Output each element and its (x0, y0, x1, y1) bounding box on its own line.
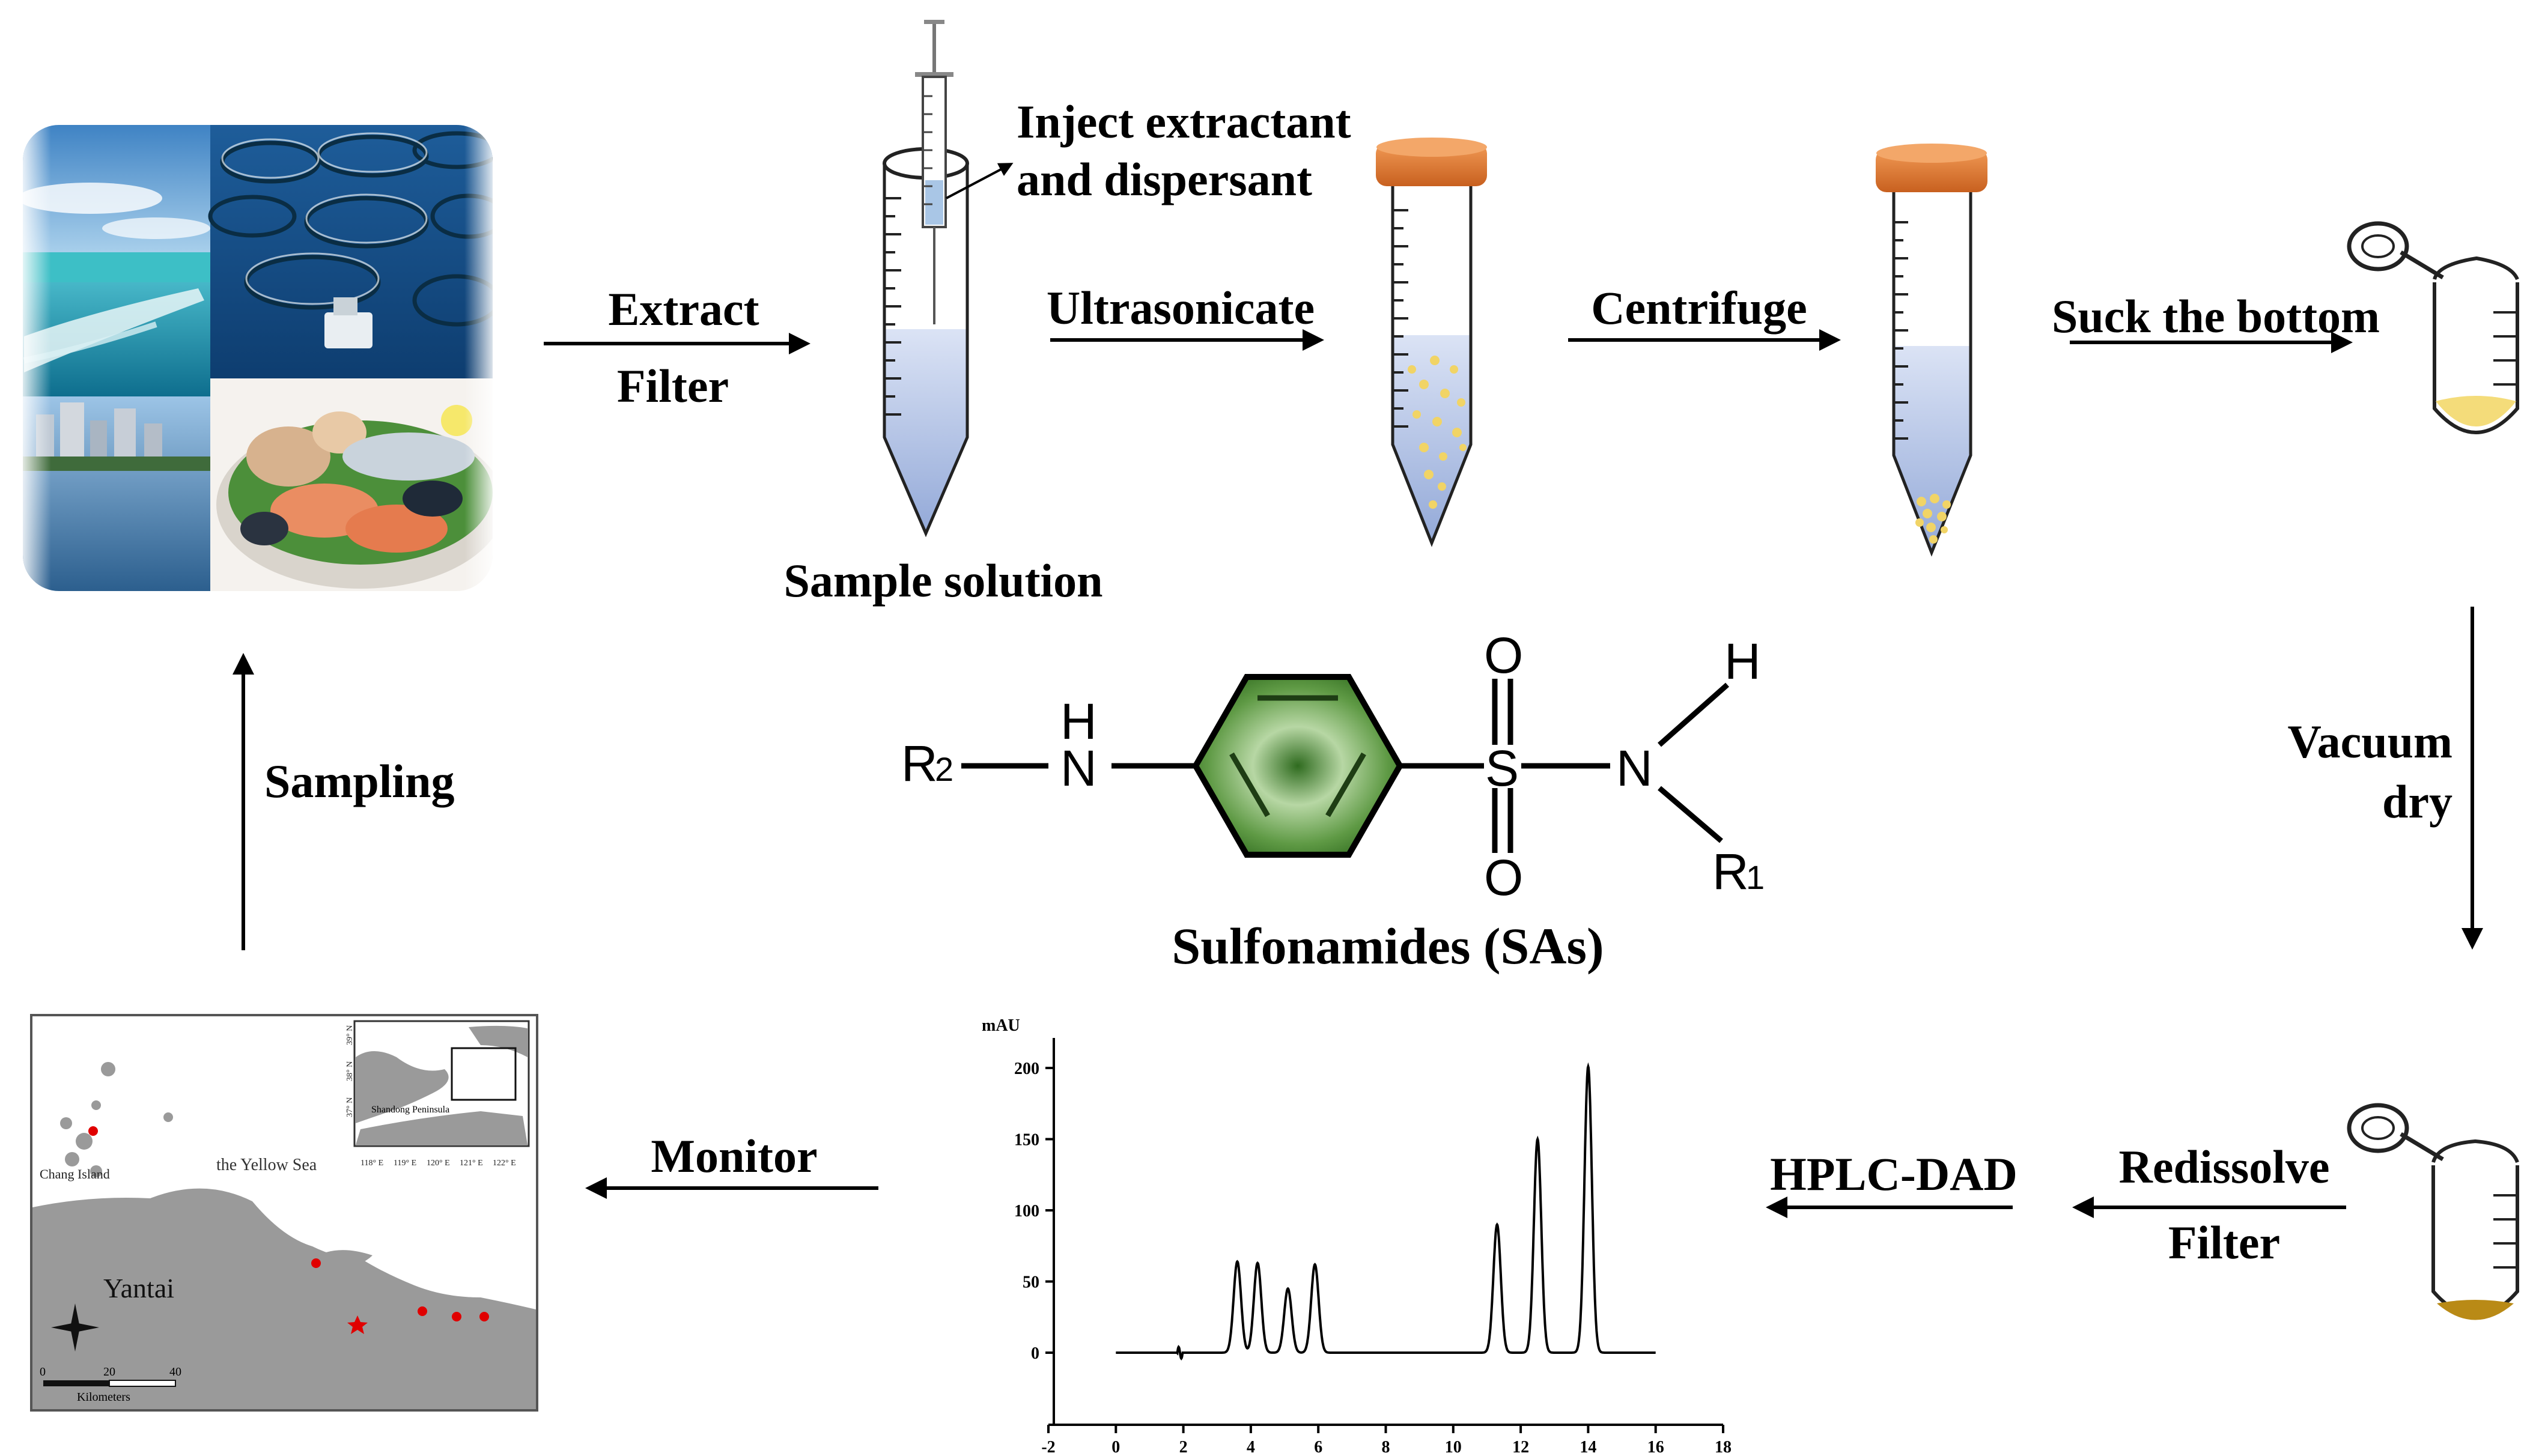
x-tick-label: 16 (1647, 1438, 1664, 1456)
inset-lat-38: 38° N (345, 1061, 354, 1081)
y-tick-label: 0 (1031, 1344, 1039, 1363)
inset-lon-122: 122° E (493, 1159, 516, 1168)
inset-lat-37: 37° N (345, 1097, 354, 1117)
label-inject-1: Inject extractant (1017, 96, 1351, 148)
label-dry: dry (2382, 775, 2452, 828)
yantai-map: the Yellow Sea Chang Island Yantai 0 20 … (30, 1014, 538, 1412)
x-tick-label: 2 (1179, 1438, 1188, 1456)
atom-r1-sub: 1 (1746, 858, 1765, 896)
inset-region-label: Shandong Peninsula (371, 1105, 449, 1115)
label-monitor: Monitor (651, 1130, 818, 1182)
centrifuge-tube (1876, 144, 1987, 557)
y-tick-label: 200 (1014, 1060, 1039, 1078)
label-redissolve: Redissolve (2118, 1141, 2330, 1193)
sample-point (418, 1306, 427, 1316)
atom-r2: R (901, 735, 938, 792)
inset-lon-119: 119° E (394, 1159, 416, 1168)
island-label: Chang Island (40, 1166, 110, 1181)
x-tick-label: 0 (1111, 1438, 1120, 1456)
label-extract: Extract (608, 283, 759, 335)
atom-n-right: N (1616, 740, 1653, 796)
benzene-ring-icon (1192, 674, 1403, 858)
chromatogram-trace (1116, 1062, 1656, 1361)
city-star-icon (347, 1315, 368, 1334)
y-tick-label: 50 (1023, 1273, 1039, 1292)
atom-s: S (1485, 740, 1519, 796)
microtube-residue (2347, 1103, 2519, 1320)
atom-o-bottom: O (1484, 849, 1523, 906)
scale-tick-20: 20 (103, 1365, 115, 1379)
sample-point (88, 1126, 98, 1136)
scale-tick-0: 0 (40, 1365, 46, 1379)
inset-map: Shandong Peninsula 118° E 119° E 120° E … (345, 1020, 530, 1168)
atom-h-left: H (1060, 693, 1097, 750)
y-tick-label: 150 (1014, 1131, 1039, 1150)
inset-lon-120: 120° E (427, 1159, 450, 1168)
x-tick-label: 12 (1512, 1438, 1529, 1456)
x-tick-label: 4 (1247, 1438, 1255, 1456)
inset-lon-118: 118° E (360, 1159, 383, 1168)
structure-atoms: R 2 H N O S O N H R 1 (901, 627, 1765, 906)
atom-h-right: H (1724, 633, 1761, 690)
y-tick-label: 100 (1014, 1202, 1039, 1221)
label-ultrasonicate: Ultrasonicate (1046, 282, 1315, 334)
flow-arrows (233, 329, 2483, 1218)
label-filter-bottom: Filter (2168, 1216, 2281, 1269)
x-tick-label: -2 (1041, 1438, 1055, 1456)
label-vacuum: Vacuum (2287, 715, 2452, 768)
label-sample-solution: Sample solution (783, 554, 1103, 607)
label-sulfonamides: Sulfonamides (SAs) (1172, 917, 1604, 975)
scale-unit: Kilometers (77, 1391, 130, 1404)
y-axis-label: mAU (982, 1016, 1020, 1035)
sulfonamide-structure (961, 674, 1729, 858)
atom-r2-sub: 2 (935, 750, 953, 788)
label-hplc: HPLC-DAD (1770, 1148, 2018, 1200)
sample-point (452, 1312, 461, 1321)
seafood-collage (23, 125, 493, 591)
sample-point (311, 1258, 321, 1268)
atom-r1: R (1712, 843, 1749, 900)
label-centrifuge: Centrifuge (1591, 282, 1807, 334)
inset-lon-121: 121° E (460, 1159, 483, 1168)
ultrasonic-tube (1376, 138, 1487, 547)
x-tick-label: 10 (1445, 1438, 1462, 1456)
city-label: Yantai (103, 1273, 174, 1303)
compass-icon (51, 1303, 99, 1351)
x-tick-label: 14 (1580, 1438, 1596, 1456)
syringe-icon (915, 20, 1014, 324)
label-sampling: Sampling (264, 755, 455, 807)
x-tick-label: 6 (1314, 1438, 1322, 1456)
scale-tick-40: 40 (169, 1365, 181, 1379)
sample-point (479, 1312, 489, 1321)
microtube-extract (2347, 221, 2519, 434)
label-inject-2: and dispersant (1017, 153, 1312, 205)
x-tick-label: 18 (1715, 1438, 1732, 1456)
atom-o-top: O (1484, 627, 1523, 684)
atom-n-left: N (1060, 740, 1097, 796)
label-filter-top: Filter (616, 360, 729, 412)
label-suck-bottom: Suck the bottom (2051, 290, 2380, 342)
x-tick-label: 8 (1382, 1438, 1390, 1456)
inset-lat-39: 39° N (345, 1025, 354, 1045)
sea-label: the Yellow Sea (216, 1156, 317, 1174)
map-land (32, 1188, 536, 1409)
